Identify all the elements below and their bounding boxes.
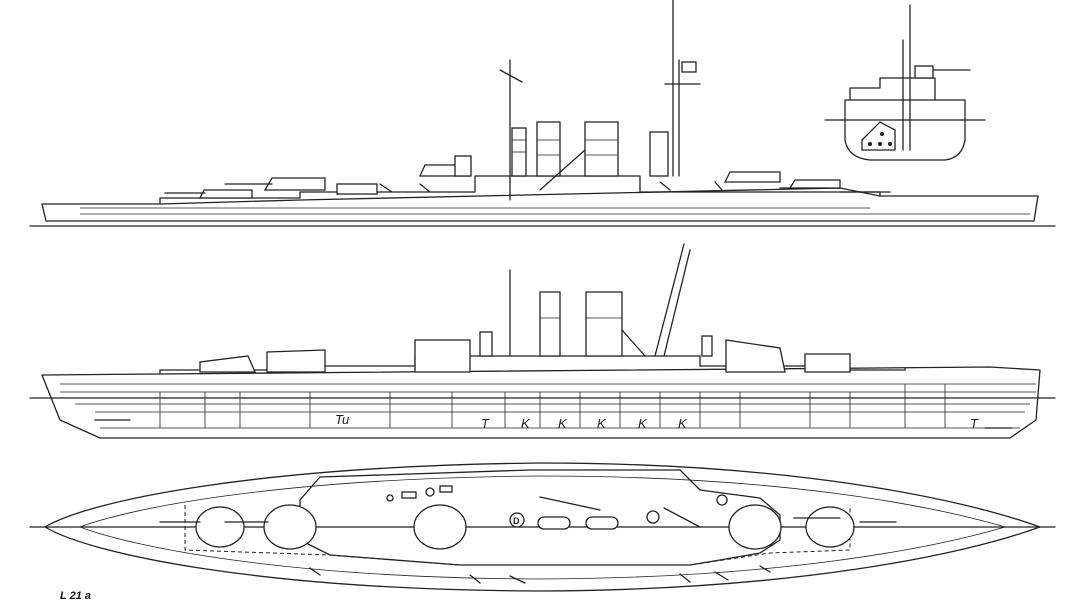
- compartment-label-k3: K: [597, 416, 607, 431]
- deck-armor-citadel: [184, 505, 851, 566]
- deck-plan: D: [29, 462, 1056, 592]
- profile-funnel-aft: [584, 121, 619, 177]
- compartment-label-k4: K: [638, 416, 648, 431]
- inboard-turret-b: [266, 349, 326, 373]
- inboard-funnel-fore: [539, 291, 561, 357]
- section-hull: [844, 99, 966, 161]
- deck-funnel-aft: [585, 516, 619, 530]
- inboard-profile: Tu T K K K K K T: [29, 243, 1056, 439]
- deck-turret-c: [413, 504, 467, 550]
- compartment-label-tu: Tu: [335, 412, 349, 427]
- inboard-turret-a: [199, 355, 256, 373]
- inboard-hull: [41, 366, 1041, 439]
- compartment-label-k2: K: [558, 416, 568, 431]
- inboard-turret-e: [804, 353, 851, 373]
- profile-turret-d: [723, 171, 781, 183]
- inboard-funnel-aft: [585, 291, 623, 357]
- compartment-label-k5: K: [678, 416, 688, 431]
- inboard-turret-d: [725, 339, 786, 373]
- profile-turret-a: [198, 189, 253, 199]
- profile-turret-b: [263, 177, 326, 191]
- compartment-label-t-fore: T: [481, 416, 490, 431]
- inboard-mainmast: [654, 243, 685, 357]
- deck-turret-e: [805, 506, 855, 548]
- profile-turret-e: [788, 179, 841, 189]
- deck-marker-d: D: [513, 516, 520, 526]
- inboard-turret-c: [414, 339, 471, 373]
- profile-view: [29, 0, 1056, 227]
- deck-turret-d: [728, 504, 782, 550]
- deck-turret-a: [195, 506, 245, 548]
- profile-funnel-fore: [536, 121, 561, 177]
- deck-funnel-fore: [537, 516, 571, 530]
- deck-plan-outline: [44, 462, 1041, 592]
- compartment-label-t-aft: T: [970, 416, 979, 431]
- deck-superstructure: [299, 469, 781, 566]
- section-view: [824, 4, 986, 161]
- deck-turret-b: [263, 504, 317, 550]
- compartment-label-k1: K: [521, 416, 531, 431]
- drawing-caption: L 21 a: [60, 590, 91, 602]
